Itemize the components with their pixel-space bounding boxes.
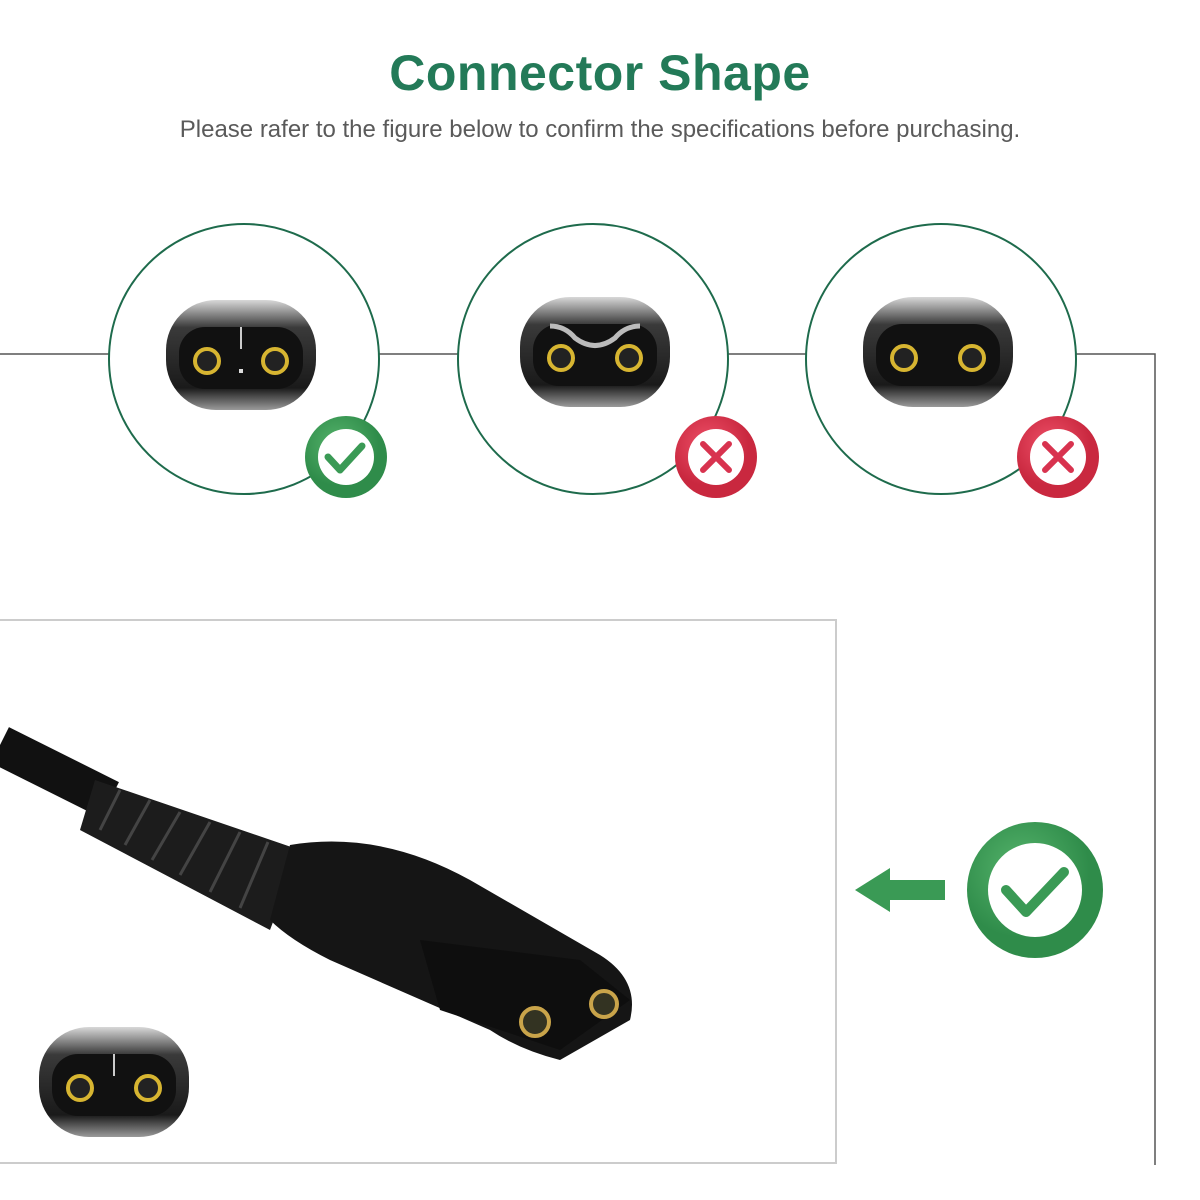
connector-notched-icon <box>518 295 672 409</box>
product-cable-photo <box>0 727 632 1060</box>
connector-end-thumbnail <box>37 1025 191 1139</box>
page-subtitle: Please rafer to the figure below to conf… <box>179 116 1021 143</box>
large-check-icon <box>967 822 1103 958</box>
arrow-left-icon <box>855 868 945 912</box>
option-3-incorrect <box>805 223 1099 498</box>
connector-plain-icon <box>861 295 1015 409</box>
option-1-correct <box>108 223 387 498</box>
option-2-incorrect <box>457 223 757 498</box>
cross-icon <box>1017 416 1099 498</box>
page-title: Connector Shape <box>389 45 811 101</box>
check-icon <box>305 416 387 498</box>
cross-icon <box>675 416 757 498</box>
connector-slit-icon <box>164 298 318 412</box>
connector-lines <box>0 353 1156 1165</box>
